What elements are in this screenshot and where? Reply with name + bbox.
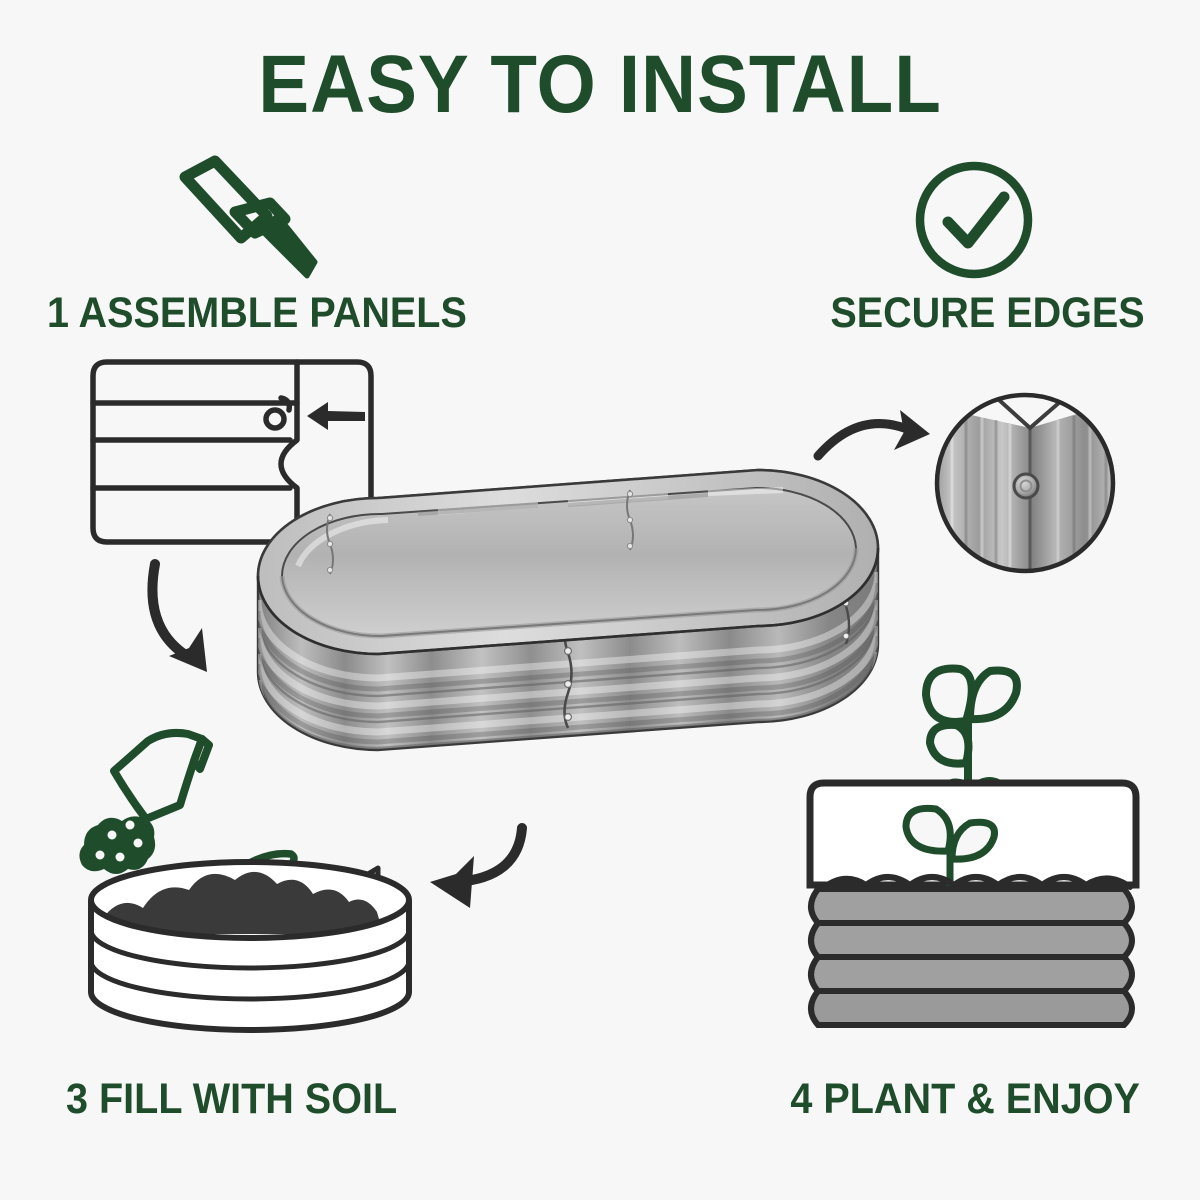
plant-and-enjoy-illustration — [800, 645, 1160, 1045]
arrow-to-secure-edges-detail — [808, 398, 958, 488]
step-3-label: 3 FILL WITH SOIL — [66, 1075, 398, 1123]
step-1-label: 1 ASSEMBLE PANELS — [47, 289, 467, 337]
secure-edges-detail-circle — [930, 388, 1130, 588]
check-circle-icon — [912, 158, 1042, 283]
raised-garden-bed-product — [238, 448, 898, 808]
step-2-label: SECURE EDGES — [830, 289, 1145, 337]
corner-bolt-icon — [1012, 472, 1040, 500]
arrow-step1-to-step3 — [105, 556, 255, 696]
arrow-to-fill-with-soil — [382, 820, 532, 930]
page-title: EASY TO INSTALL — [258, 39, 942, 130]
seedling-icon-top — [922, 664, 1021, 799]
screwdriver-icon — [175, 150, 335, 290]
bed-corrugation-bands — [808, 886, 1135, 1028]
seedling-icon-inner — [902, 804, 998, 893]
fill-with-soil-illustration — [85, 828, 425, 1048]
panel-insert-arrow — [307, 402, 365, 430]
step-4-label: 4 PLANT & ENJOY — [790, 1075, 1140, 1123]
soil-bag-icon — [76, 713, 256, 893]
assemble-panels-illustration — [85, 352, 385, 552]
